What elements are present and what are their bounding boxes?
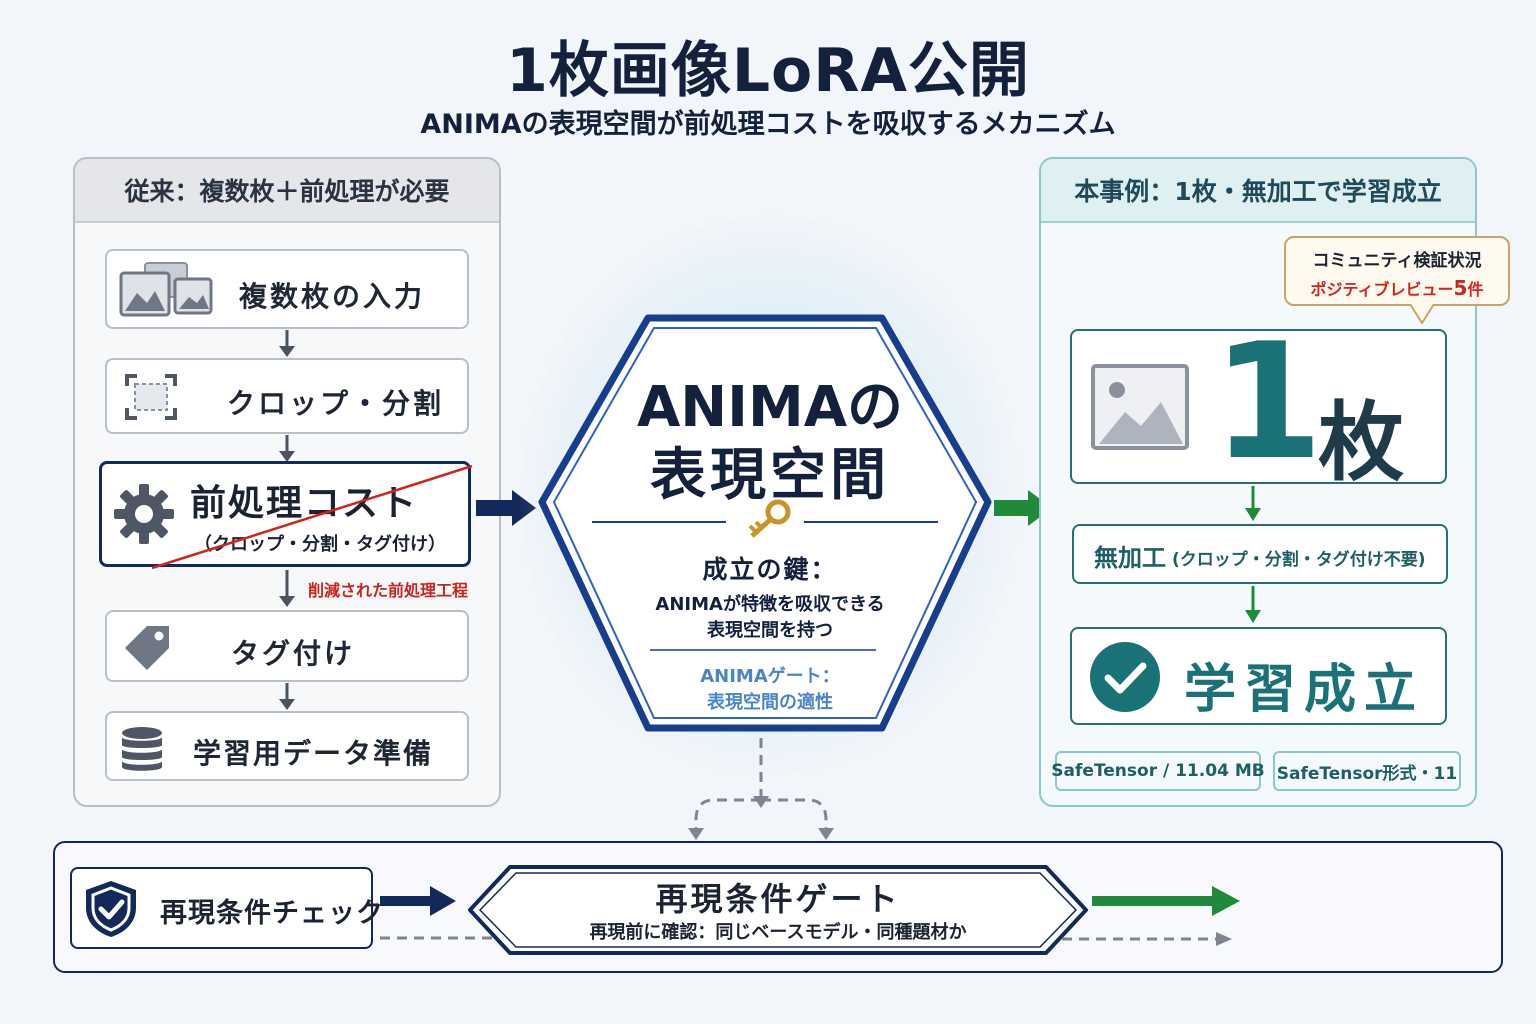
anima-gate-label: ANIMAゲート： (700, 666, 840, 687)
no-processing-box (1072, 524, 1448, 584)
review-count: 5 (1453, 276, 1468, 300)
step-label: 学習用データ準備 (193, 737, 434, 770)
page-subtitle: ANIMAの表現空間が前処理コストを吸収するメカニズム (420, 109, 1116, 140)
key-description: 表現空間を持つ (707, 620, 833, 641)
arrow-down-icon (279, 435, 295, 462)
community-status-label: コミュニティ検証状況 (1312, 251, 1482, 271)
reproduction-gate-hexagon (468, 865, 1088, 955)
dashed-arrow (1062, 932, 1232, 946)
image-count-unit: 枚 (1318, 393, 1404, 493)
image-count-number: 1 (1212, 308, 1324, 495)
step-tagging: タグ付け (105, 610, 469, 682)
arrow-down-green-icon (1245, 486, 1261, 521)
gear-icon (112, 482, 176, 550)
training-success-label: 学習成立 (1184, 660, 1425, 720)
file-format-pill: SafeTensor形式・11 (1273, 751, 1461, 791)
step-crop-split: クロップ・分割 (105, 358, 469, 434)
strike-through-line (151, 464, 473, 570)
positive-review-count: ポジティブレビュー5件 (1284, 276, 1510, 300)
crop-icon (123, 372, 179, 422)
center-title-line1: ANIMAの (636, 375, 904, 440)
check-circle-icon (1090, 642, 1160, 712)
key-icon (748, 499, 791, 538)
file-size-pill: SafeTensor / 11.04 MB (1051, 751, 1265, 791)
tag-icon (121, 622, 175, 674)
bubble-tail (1410, 303, 1435, 325)
arrow-right-icon (380, 886, 456, 916)
reproduction-gate-title: 再現条件ゲート (655, 880, 901, 918)
step-multiple-inputs: 複数枚の入力 (105, 249, 469, 329)
reproduction-gate-subtitle: 再現前に確認：同じベースモデル・同種題材か (589, 922, 967, 943)
step-label: 複数枚の入力 (239, 280, 426, 313)
left-panel-title: 従来：複数枚＋前処理が必要 (75, 159, 499, 223)
shield-check-icon (86, 881, 136, 937)
arrow-right-green-icon (1092, 886, 1240, 916)
dashed-line (380, 936, 498, 940)
arrow-down-icon (279, 330, 295, 357)
cost-title: 前処理コスト (190, 483, 419, 524)
step-data-prep: 学習用データ準備 (105, 711, 469, 781)
reproduction-check-label: 再現条件チェック (160, 898, 384, 929)
step-label: タグ付け (231, 637, 356, 670)
database-icon (119, 725, 165, 773)
reduced-steps-note: 削減された前処理工程 (308, 581, 469, 600)
review-prefix: ポジティブレビュー (1310, 280, 1454, 299)
cost-subtitle: （クロップ・分割・タグ付け） (194, 534, 446, 555)
preprocessing-cost-box: 前処理コスト （クロップ・分割・タグ付け） (99, 461, 473, 570)
arrow-down-icon (279, 683, 295, 710)
key-label: 成立の鍵： (702, 555, 838, 584)
no-processing-label: 無加工 (1094, 544, 1166, 572)
arrow-down-icon (279, 570, 295, 607)
step-label: クロップ・分割 (227, 387, 445, 420)
page-title: 1枚画像LoRA公開 (506, 36, 1030, 106)
arrow-down-green-icon (1245, 586, 1261, 623)
images-icon (119, 261, 215, 319)
anima-gate-label: 表現空間の適性 (707, 692, 833, 713)
center-title-line2: 表現空間 (650, 443, 890, 508)
review-suffix: 件 (1467, 280, 1484, 299)
right-panel-title: 本事例：1枚・無加工で学習成立 (1041, 159, 1475, 223)
key-description: ANIMAが特徴を吸収できる (655, 594, 885, 615)
no-processing-detail: (クロップ・分割・タグ付け不要) (1172, 550, 1426, 570)
community-review-bubble (1284, 236, 1510, 306)
dashed-connector (688, 738, 834, 840)
image-icon (1091, 364, 1189, 450)
